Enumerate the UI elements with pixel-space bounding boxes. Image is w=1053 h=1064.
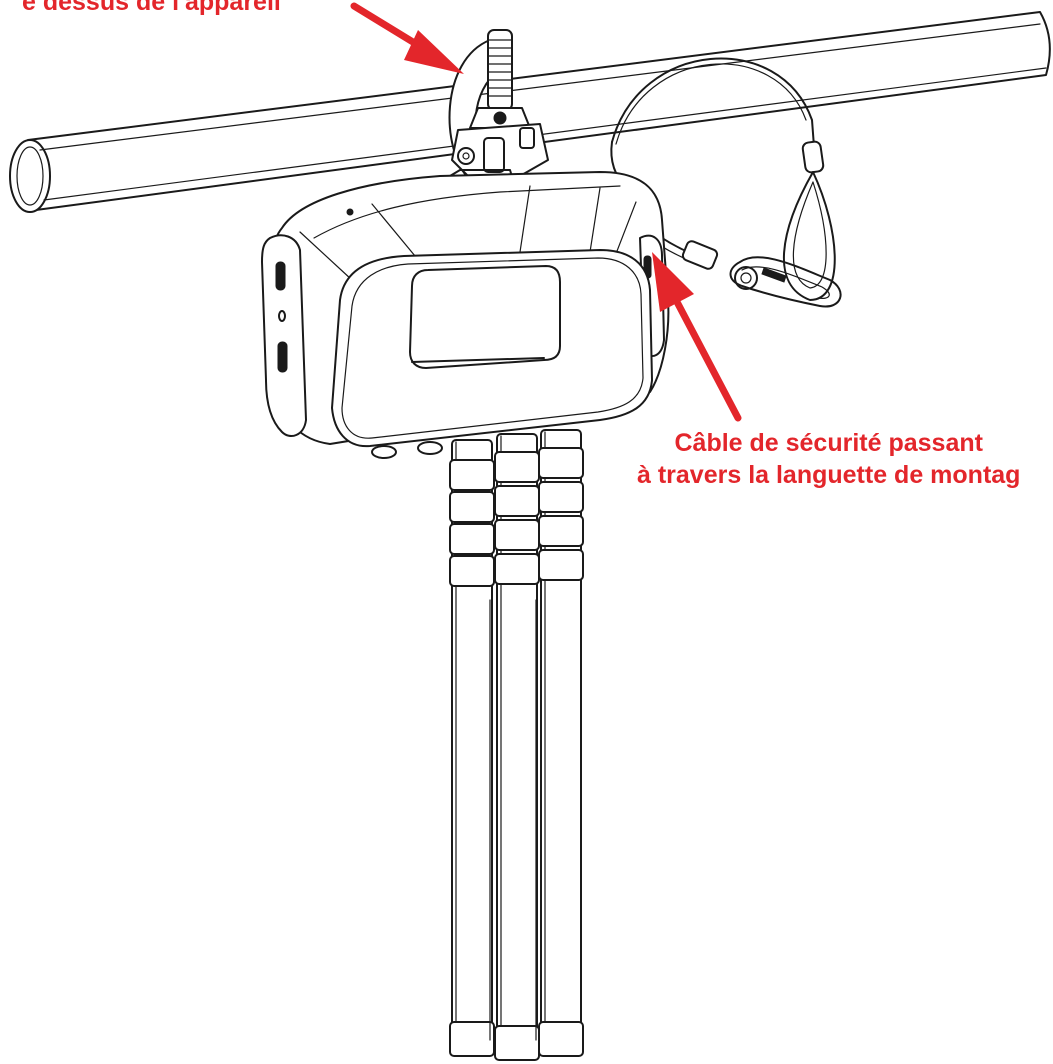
arrow-to-clamp bbox=[350, 2, 464, 74]
fixture-body bbox=[261, 171, 670, 459]
safety-cable-callout-line2: à travers la languette de montag bbox=[637, 461, 1021, 489]
tube-bundle bbox=[449, 429, 584, 1061]
arrow-to-mounting-tab bbox=[652, 252, 742, 422]
truss-pipe bbox=[9, 11, 1051, 213]
safety-cable-callout-label: Câble de sécurité passant à travers la l… bbox=[637, 427, 1020, 491]
safety-cable-callout-line1: Câble de sécurité passant bbox=[674, 429, 983, 457]
clamp-callout-label: e dessus de l'appareil bbox=[22, 0, 281, 16]
